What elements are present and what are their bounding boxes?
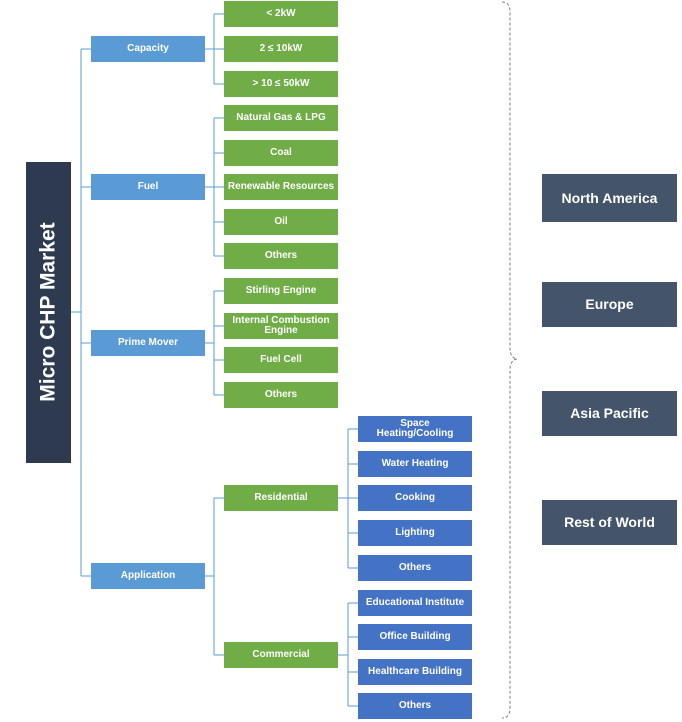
residential-item: Lighting [358,520,472,546]
capacity-item: < 2kW [224,1,338,27]
commercial-item: Others [358,693,472,719]
residential-item: Cooking [358,485,472,511]
application-residential: Residential [224,485,338,511]
commercial-item: Educational Institute [358,590,472,616]
commercial-item: Office Building [358,624,472,650]
prime-mover-item: Others [224,382,338,408]
fuel-item: Natural Gas & LPG [224,105,338,131]
residential-item: Others [358,555,472,581]
residential-item: Space Heating/Cooling [358,416,472,442]
application-commercial: Commercial [224,642,338,668]
category-application: Application [91,563,205,589]
region-asia-pacific: Asia Pacific [542,391,677,436]
fuel-item: Oil [224,209,338,235]
region-north-america: North America [542,174,677,222]
category-fuel: Fuel [91,174,205,200]
root-title-box: Micro CHP Market [26,162,71,463]
prime-mover-item: Internal Combustion Engine [224,313,338,339]
root-title: Micro CHP Market [36,222,60,403]
residential-item: Water Heating [358,451,472,477]
fuel-item: Renewable Resources [224,174,338,200]
commercial-item: Healthcare Building [358,659,472,685]
prime-mover-item: Fuel Cell [224,347,338,373]
region-europe: Europe [542,282,677,327]
region-brace [501,1,518,719]
region-rest-of-world: Rest of World [542,500,677,545]
category-prime-mover: Prime Mover [91,330,205,356]
category-capacity: Capacity [91,36,205,62]
prime-mover-item: Stirling Engine [224,278,338,304]
capacity-item: > 10 ≤ 50kW [224,71,338,97]
capacity-item: 2 ≤ 10kW [224,36,338,62]
fuel-item: Coal [224,140,338,166]
fuel-item: Others [224,243,338,269]
